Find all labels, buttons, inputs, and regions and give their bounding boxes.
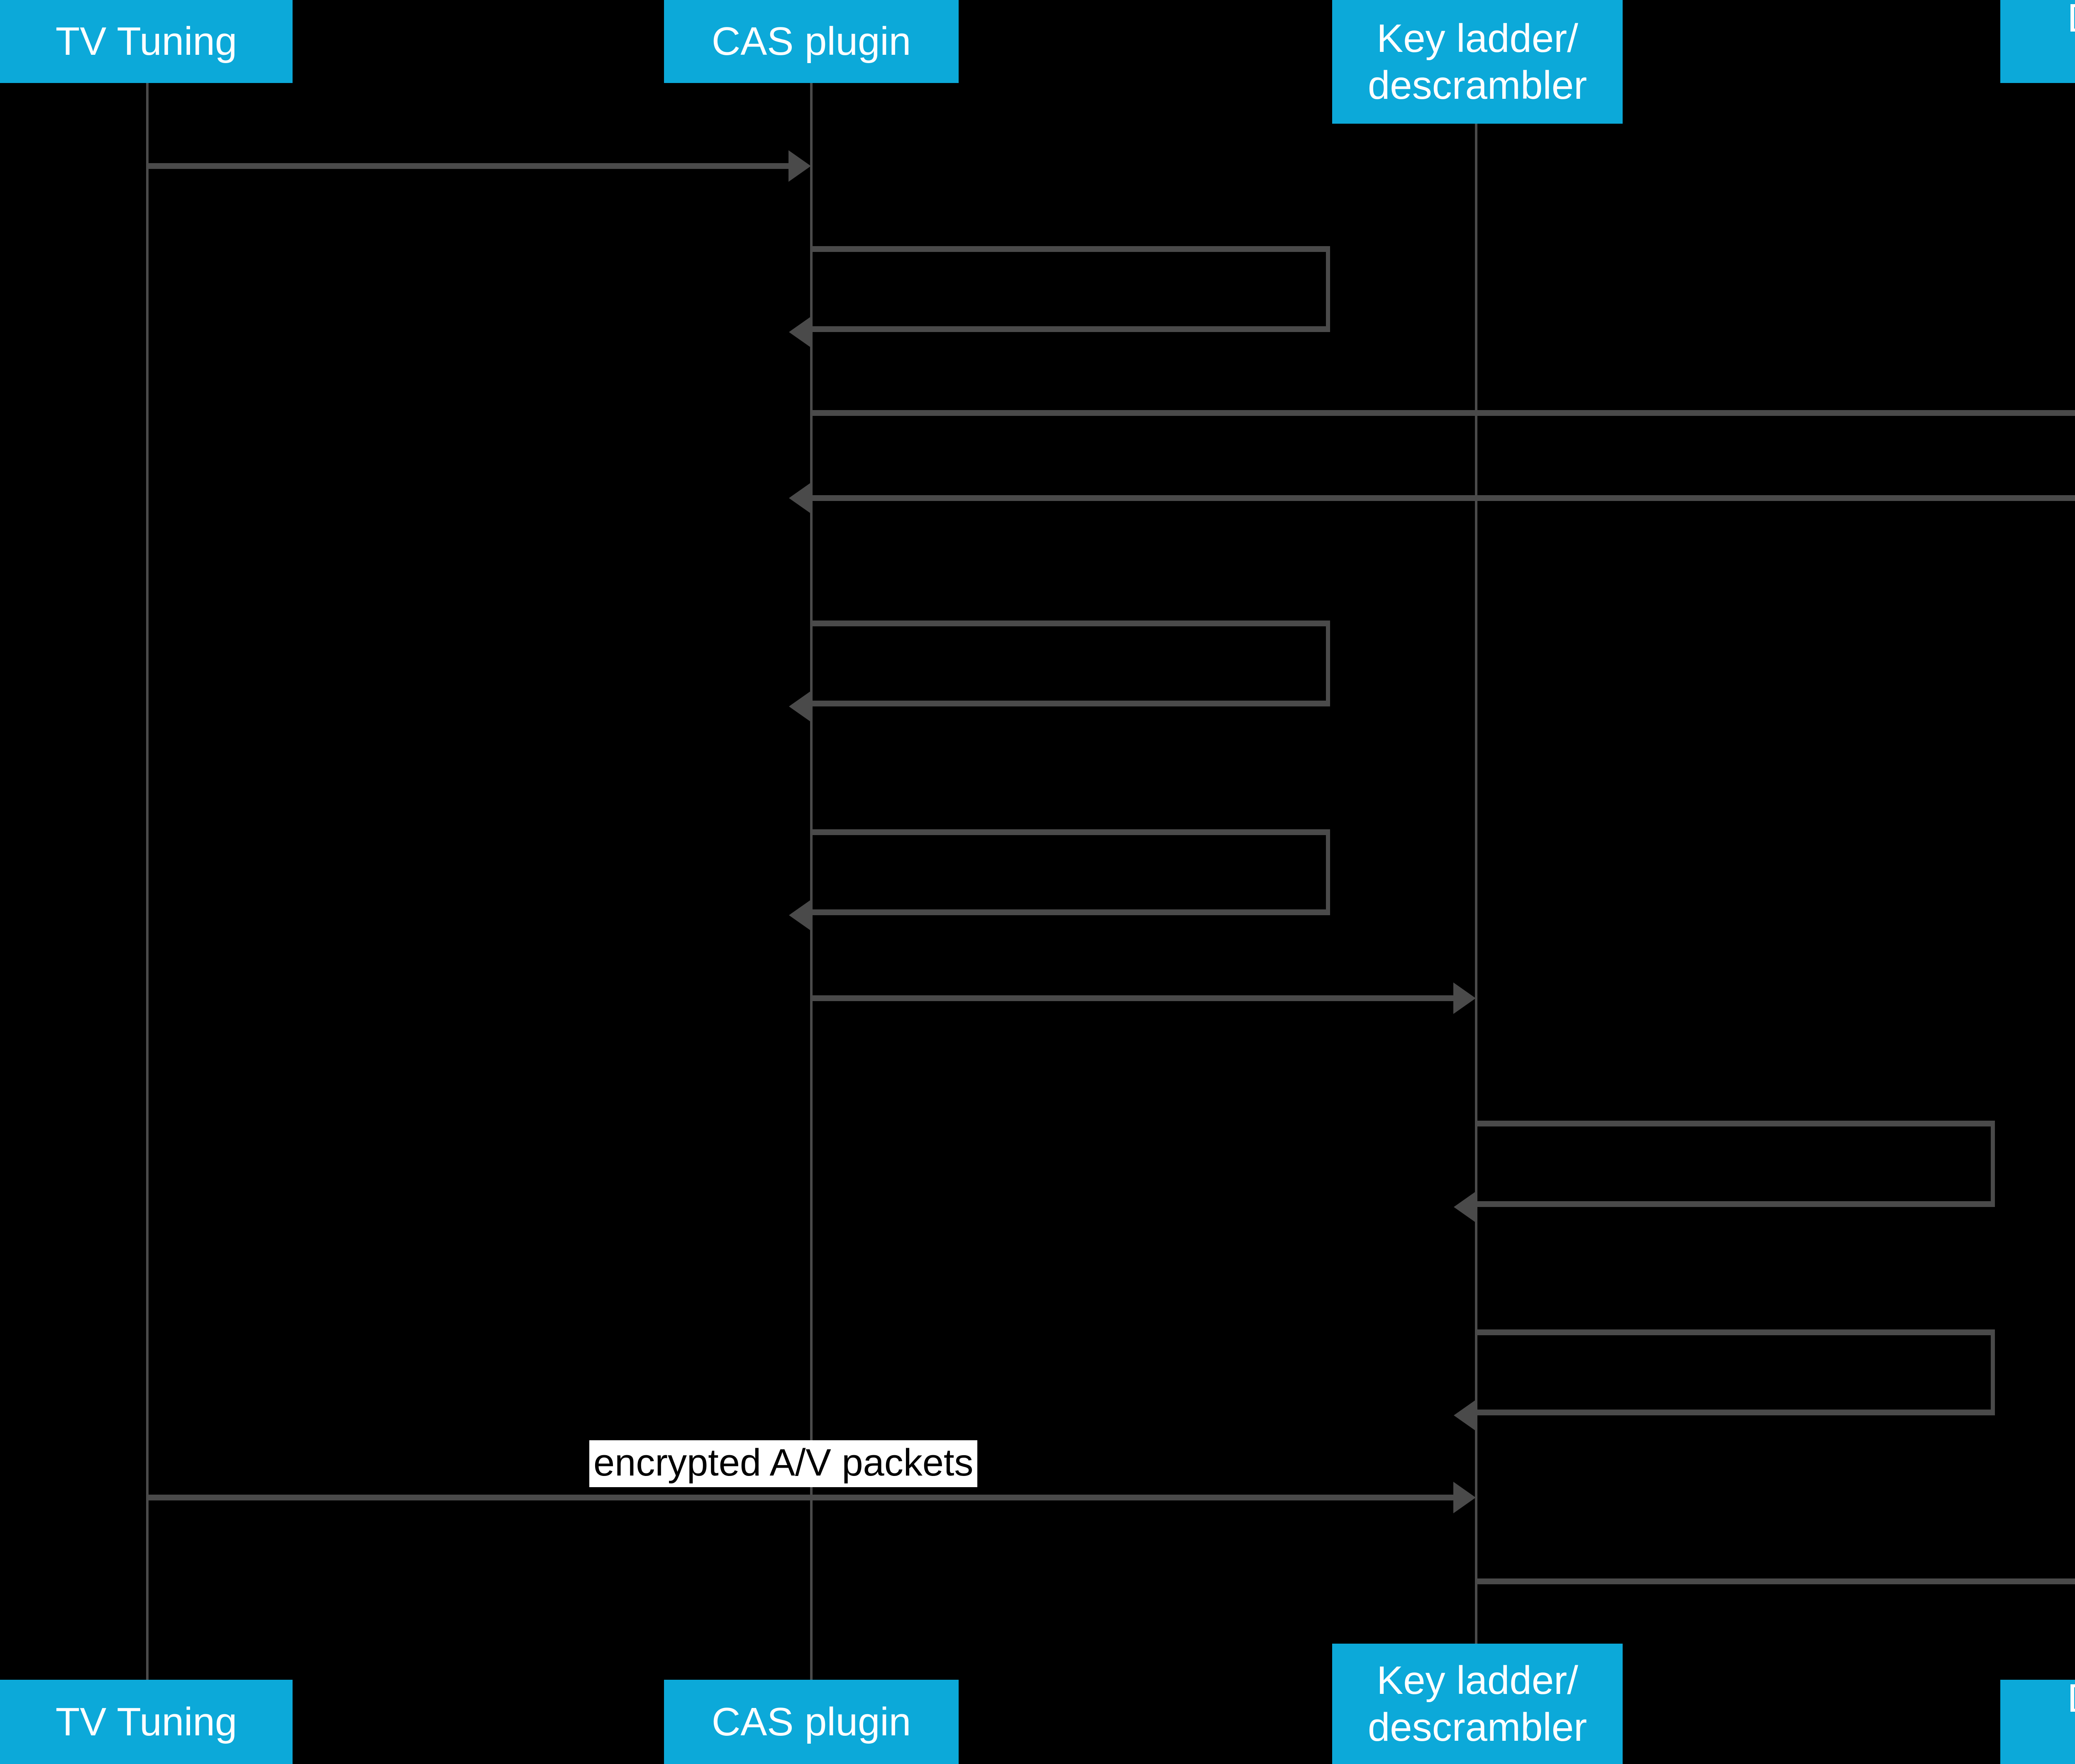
message-arrowhead-7 xyxy=(1453,982,1476,1014)
selfloop-arrowhead-8 xyxy=(1454,1191,1476,1223)
participant-header-key-ladder[interactable]: Key ladder/ descrambler xyxy=(1332,0,1623,124)
selfloop-5-cas-plugin xyxy=(811,621,1330,706)
message-arrowhead-1 xyxy=(788,150,811,182)
message-line-11 xyxy=(1476,1578,2075,1584)
lifeline-tv-tuning xyxy=(146,83,149,1680)
participant-footer-cas-plugin[interactable]: CAS plugin xyxy=(664,1680,959,1764)
participant-header-decode[interactable]: Decode, display xyxy=(2000,0,2075,83)
selfloop-arrowhead-2 xyxy=(789,316,811,348)
selfloop-6-cas-plugin xyxy=(811,829,1330,915)
selfloop-arrowhead-6 xyxy=(789,899,811,931)
participant-footer-tv-tuning[interactable]: TV Tuning xyxy=(0,1680,293,1764)
message-line-4 xyxy=(811,495,2075,501)
participant-footer-decode[interactable]: Decode, display xyxy=(2000,1676,2075,1764)
participant-footer-key-ladder[interactable]: Key ladder/ descrambler xyxy=(1332,1644,1623,1764)
message-label-encrypted-av-packets: encrypted A/V packets xyxy=(589,1440,978,1487)
message-line-1 xyxy=(147,163,788,169)
selfloop-8-key-ladder xyxy=(1476,1121,1995,1207)
selfloop-2-cas-plugin xyxy=(811,246,1330,332)
message-line-10 xyxy=(147,1495,1453,1500)
participant-header-tv-tuning[interactable]: TV Tuning xyxy=(0,0,293,83)
message-line-7 xyxy=(811,995,1453,1001)
message-arrowhead-4 xyxy=(789,482,811,514)
selfloop-9-key-ladder xyxy=(1476,1329,1995,1415)
lifeline-cas-plugin xyxy=(810,83,813,1680)
message-arrowhead-10 xyxy=(1453,1482,1476,1513)
lifeline-key-ladder xyxy=(1475,124,1477,1681)
participant-header-cas-plugin[interactable]: CAS plugin xyxy=(664,0,959,83)
selfloop-arrowhead-9 xyxy=(1454,1400,1476,1431)
message-line-3 xyxy=(811,410,2075,416)
selfloop-arrowhead-5 xyxy=(789,691,811,722)
